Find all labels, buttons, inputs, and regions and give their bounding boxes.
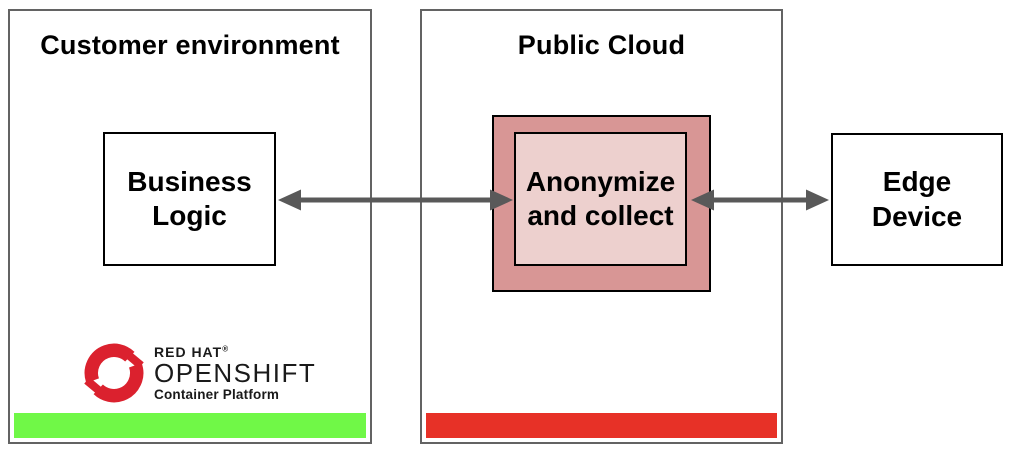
arrowhead-right-icon bbox=[806, 189, 829, 211]
openshift-logo-text: RED HAT® OPENSHIFT Container Platform bbox=[154, 345, 316, 402]
registered-mark: ® bbox=[222, 344, 229, 354]
public-cloud-container: Public Cloud Anonymize and collect bbox=[420, 9, 783, 444]
anonymize-label: Anonymize and collect bbox=[525, 165, 676, 231]
public-cloud-title: Public Cloud bbox=[517, 30, 686, 60]
status-bar-red bbox=[426, 413, 777, 438]
customer-environment-container: Customer environment Business Logic RED … bbox=[8, 9, 372, 444]
status-bar-green bbox=[14, 413, 366, 438]
business-logic-label: Business Logic bbox=[127, 165, 252, 231]
edge-device-label: Edge Device bbox=[871, 166, 963, 232]
business-logic-node: Business Logic bbox=[103, 132, 276, 266]
openshift-logo: RED HAT® OPENSHIFT Container Platform bbox=[82, 341, 316, 405]
edge-device-node: Edge Device bbox=[831, 133, 1003, 266]
openshift-product-text: OPENSHIFT bbox=[154, 357, 317, 388]
redhat-brand-text: RED HAT® bbox=[154, 343, 229, 360]
customer-environment-title: Customer environment bbox=[40, 30, 340, 60]
openshift-ring-icon bbox=[84, 343, 144, 403]
container-platform-text: Container Platform bbox=[154, 386, 280, 402]
anonymize-node-highlight: Anonymize and collect bbox=[492, 115, 711, 292]
anonymize-node: Anonymize and collect bbox=[514, 132, 687, 266]
